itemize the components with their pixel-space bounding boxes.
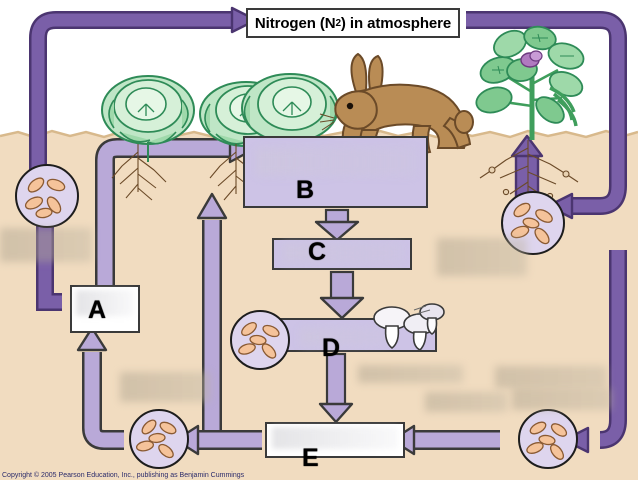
title-subscript: 2 [335,17,341,29]
title-text-main: Nitrogen (N [254,14,336,32]
box-d-label: D [322,334,341,362]
redacted-label-far-right [495,366,607,388]
arrow-decomposers-to-soil [196,192,228,442]
box-a-label: A [88,296,107,324]
redacted-label-right-lower [358,365,463,383]
arrow-b-to-c [314,208,360,242]
mushroom-icon [373,303,445,351]
bacteria-circle-icon [129,409,189,469]
redacted-label-mid-lower [425,392,507,412]
redacted-text-b [256,148,416,176]
bacteria-circle-icon [15,164,79,228]
cabbage-plant-icon [241,73,339,143]
box-c-label: C [308,238,327,266]
redacted-label-bottom-right [512,388,612,410]
arrow-e-to-bottom-right-bacteria [390,424,500,456]
legume-plant-icon [475,25,585,140]
arrow-bottom-left-bacteria-to-boxA [76,326,124,450]
title-text-tail: ) in atmosphere [340,14,452,32]
arrow-c-to-d [319,270,365,320]
redacted-text-c [282,243,402,263]
arrow-left-to-atmosphere [29,6,258,196]
copyright-notice: Copyright © 2005 Pearson Education, Inc.… [2,472,245,479]
pipe-left-bacteria-to-boxA [36,222,62,311]
bacteria-circle-icon [230,310,290,370]
redacted-label-left-lower [120,372,210,402]
arrow-bottom-right-to-atmosphere [562,250,627,454]
box-b-label: B [296,176,315,204]
bacteria-circle-icon [518,409,578,469]
redacted-text-a [76,290,134,316]
redacted-text-d [300,328,390,346]
bacteria-circle-icon [501,191,565,255]
box-e-label: E [302,444,319,472]
arrow-atmosphere-to-right-bacteria [466,11,627,220]
redacted-label-right-mid [437,238,527,276]
arrow-d-to-e [318,352,354,424]
redacted-text-e [272,427,398,449]
redacted-label-left-upper [0,228,92,262]
